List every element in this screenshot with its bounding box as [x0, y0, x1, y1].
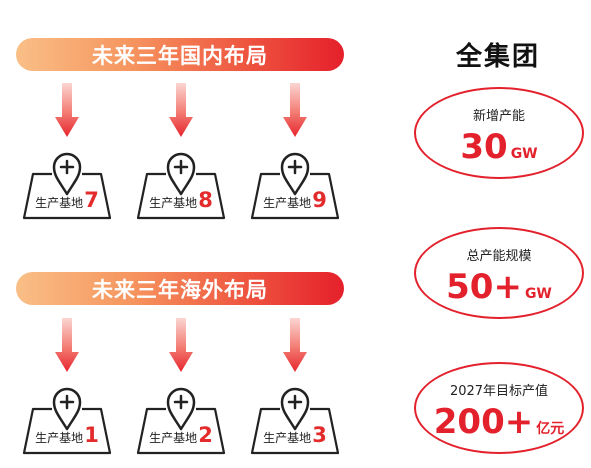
base-label: 生产基地 [263, 196, 312, 210]
stat-value: 50+ [446, 267, 522, 307]
base-number: 3 [312, 423, 327, 447]
stat-unit: 亿元 [536, 421, 565, 437]
base-number: 7 [84, 188, 99, 212]
base-number: 9 [312, 188, 327, 212]
stat-target-output: 2027年目标产值 200+亿元 [414, 362, 584, 454]
overseas-layout-banner: 未来三年海外布局 [16, 272, 344, 305]
down-arrow-icon [55, 83, 79, 137]
group-title: 全集团 [455, 42, 540, 72]
location-pin-plus-icon [22, 387, 112, 455]
stat-total-capacity: 总产能规模 50+GW [414, 227, 584, 319]
base-label: 生产基地 [35, 196, 84, 210]
base-label: 生产基地 [149, 196, 198, 210]
stat-label: 新增产能 [472, 109, 525, 124]
base-number: 2 [198, 423, 213, 447]
down-arrow-icon [169, 83, 193, 137]
location-pin-plus-icon [250, 152, 340, 220]
base-label: 生产基地 [263, 431, 312, 445]
location-pin-plus-icon [136, 152, 226, 220]
down-arrow-icon [169, 318, 193, 372]
stat-label: 总产能规模 [466, 249, 532, 264]
base-number: 8 [198, 188, 213, 212]
domestic-layout-banner: 未来三年国内布局 [16, 38, 344, 71]
base-label: 生产基地 [35, 431, 84, 445]
down-arrow-icon [283, 83, 307, 137]
location-pin-plus-icon [250, 387, 340, 455]
down-arrow-icon [283, 318, 307, 372]
stat-value: 200+ [433, 402, 534, 442]
base-label: 生产基地 [149, 431, 198, 445]
base-number: 1 [84, 423, 99, 447]
stat-unit: GW [524, 286, 552, 302]
stat-unit: GW [510, 146, 538, 162]
down-arrow-icon [55, 318, 79, 372]
stat-label: 2027年目标产值 [449, 384, 549, 399]
location-pin-plus-icon [22, 152, 112, 220]
stat-value: 30 [460, 127, 508, 167]
location-pin-plus-icon [136, 387, 226, 455]
